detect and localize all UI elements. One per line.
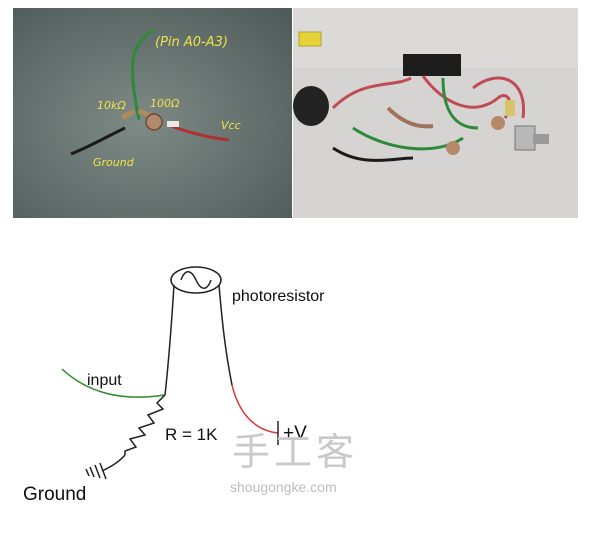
input-label: input (87, 372, 122, 389)
assembled-wiring-drawing (293, 8, 578, 218)
ground-bar-1 (99, 462, 107, 480)
vcc-label: Vcc (221, 119, 241, 132)
ground-label: Ground (23, 484, 87, 505)
photoresistor-right-lead (218, 284, 233, 386)
ground-label: Ground (93, 156, 134, 169)
pin-label: (Pin A0-A3) (155, 35, 228, 50)
sensor-wiring-photo: (Pin A0-A3) 10kΩ 100Ω Vcc Ground (13, 8, 292, 218)
ground-bar-4 (85, 468, 90, 477)
input-wire (61, 368, 166, 398)
resistor-zigzag (124, 394, 166, 455)
ground-wire (101, 454, 126, 472)
assembled-wiring-photo (293, 8, 578, 218)
photoresistor-label: photoresistor (232, 288, 325, 305)
circuit-schematic (61, 266, 279, 480)
photoresistor-top (170, 266, 222, 294)
sensor-wiring-drawing (13, 8, 292, 218)
photoresistor-circuit-diagram: photoresistor input R = 1K +V Ground 手工客… (0, 225, 593, 546)
watermark-brand: 手工客 (232, 430, 359, 474)
photoresistor-left-lead (164, 284, 175, 396)
watermark-url: shougongke.com (230, 479, 337, 495)
supply-wire (231, 384, 279, 434)
resistor-10k-label: 10kΩ (97, 99, 126, 112)
ground-bar-2 (94, 464, 101, 479)
photoresistor-element (180, 271, 212, 289)
resistor-100-label: 100Ω (150, 97, 180, 110)
ground-bar-3 (89, 466, 95, 478)
resistor-label: R = 1K (165, 425, 218, 444)
supply-label: +V (283, 423, 307, 444)
